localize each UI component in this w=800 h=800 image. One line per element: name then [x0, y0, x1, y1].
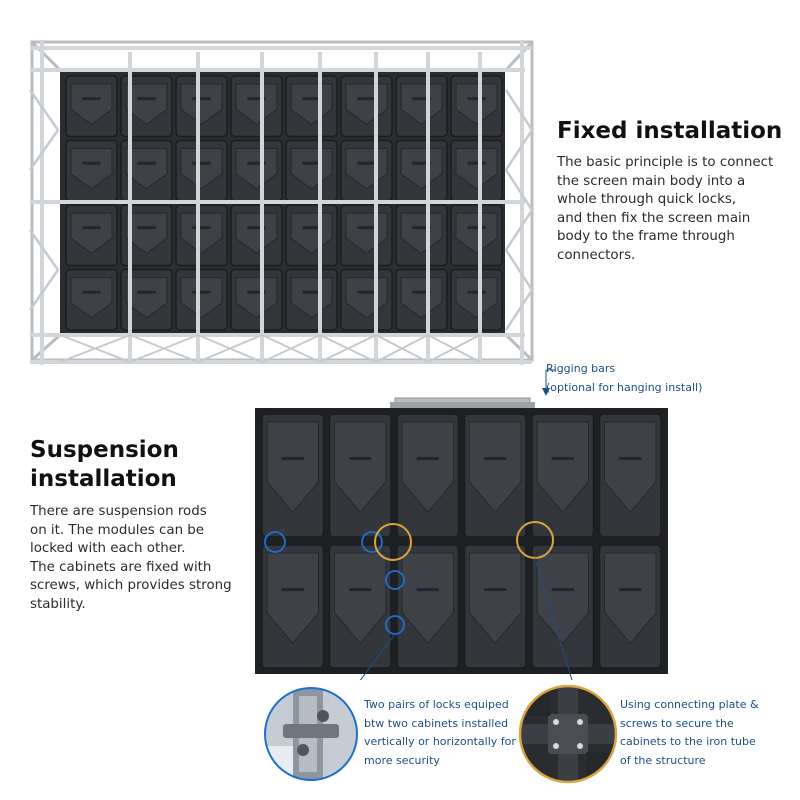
- suspension-desc-line: There are suspension rods: [30, 504, 207, 519]
- cabinet-module: [450, 75, 503, 138]
- locks-callout-line: more security: [364, 753, 440, 767]
- suspension-title-line: installation: [30, 466, 177, 492]
- cabinet-module: [285, 204, 338, 267]
- fixed-desc-line: The basic principle is to connect: [557, 155, 774, 170]
- cabinet-module: [450, 204, 503, 267]
- cabinet-module: [531, 413, 595, 538]
- cabinet-module: [328, 413, 392, 538]
- suspension-installation-description: There are suspension rods on it. The mod…: [30, 503, 245, 615]
- fixed-cabinet-grid: [65, 75, 503, 331]
- fixed-desc-line: whole through quick locks,: [557, 192, 737, 208]
- suspension-desc-line: The cabinets are fixed with: [30, 559, 212, 575]
- cabinet-module: [120, 139, 173, 202]
- cabinet-module: [340, 268, 393, 331]
- cabinet-module: [598, 544, 662, 669]
- rigging-callout-line: (optional for hanging install): [546, 381, 703, 394]
- cabinet-module: [340, 204, 393, 267]
- cabinet-module: [230, 268, 283, 331]
- suspension-cabinet-wall-image: [245, 390, 675, 680]
- suspension-installation-title: Suspension installation: [30, 436, 179, 494]
- cabinet-module: [175, 139, 228, 202]
- plate-leader-line: [534, 557, 573, 680]
- lock-marker: [361, 531, 383, 553]
- cabinet-module: [285, 139, 338, 202]
- suspension-desc-line: on it. The modules can be: [30, 522, 205, 538]
- cabinet-module: [65, 139, 118, 202]
- connecting-plate-callout: Using connecting plate & screws to secur…: [620, 696, 759, 770]
- cabinet-module: [395, 139, 448, 202]
- cabinet-module: [395, 75, 448, 138]
- cabinet-module: [65, 75, 118, 138]
- cabinet-module: [395, 204, 448, 267]
- plate-callout-line: Using connecting plate &: [620, 698, 759, 711]
- cabinet-module: [230, 75, 283, 138]
- rigging-bars-callout: Rigging bars (optional for hanging insta…: [546, 359, 702, 397]
- cabinet-module: [120, 268, 173, 331]
- rigging-callout-line: Rigging bars: [546, 362, 616, 375]
- suspension-cabinet-grid: [255, 408, 668, 674]
- suspension-desc-line: stability.: [30, 596, 86, 612]
- plate-callout-line: cabinets to the iron tube: [620, 735, 756, 748]
- fixed-desc-line: connectors.: [557, 247, 636, 263]
- cabinet-module: [285, 75, 338, 138]
- locks-callout-line: vertically or horizontally for: [364, 735, 516, 748]
- cabinet-module: [175, 75, 228, 138]
- cabinet-module: [65, 268, 118, 331]
- locks-callout: Two pairs of locks equiped btw two cabin…: [364, 696, 516, 770]
- plate-callout-line: screws to secure the: [620, 716, 734, 730]
- cabinet-module: [340, 139, 393, 202]
- fixed-installation-description: The basic principle is to connect the sc…: [557, 154, 797, 266]
- cabinet-module: [396, 544, 460, 669]
- cabinet-module: [175, 268, 228, 331]
- cabinet-module: [328, 544, 392, 669]
- cabinet-module: [396, 413, 460, 538]
- locks-closeup-image: [263, 686, 359, 782]
- connecting-plate-closeup-image: [518, 684, 618, 784]
- fixed-desc-line: the screen main body into a: [557, 173, 746, 189]
- locks-callout-line: Two pairs of locks equiped: [364, 698, 509, 711]
- cabinet-module: [230, 139, 283, 202]
- cabinet-module: [463, 544, 527, 669]
- cabinet-module: [340, 75, 393, 138]
- fixed-installation-title: Fixed installation: [557, 118, 783, 144]
- suspension-desc-line: screws, which provides strong: [30, 578, 232, 594]
- cabinet-module: [285, 268, 338, 331]
- locks-callout-line: btw two cabinets installed: [364, 716, 509, 730]
- plate-marker: [374, 523, 412, 561]
- suspension-desc-line: locked with each other.: [30, 541, 186, 557]
- cabinet-module: [395, 268, 448, 331]
- cabinet-module: [450, 268, 503, 331]
- cabinet-module: [450, 139, 503, 202]
- cabinet-module: [598, 413, 662, 538]
- cabinet-module: [261, 413, 325, 538]
- fixed-installation-image: [20, 30, 540, 375]
- locks-leader-line: [359, 633, 396, 680]
- lock-marker: [385, 570, 405, 590]
- fixed-desc-line: body to the frame through: [557, 229, 735, 245]
- cabinet-module: [175, 204, 228, 267]
- rigging-callout-arrow: [542, 369, 556, 396]
- cabinet-module: [531, 544, 595, 669]
- suspension-title-line: Suspension: [30, 437, 179, 463]
- cabinet-module: [120, 75, 173, 138]
- cabinet-module: [261, 544, 325, 669]
- cabinet-module: [120, 204, 173, 267]
- cabinet-module: [65, 204, 118, 267]
- lock-marker: [264, 531, 286, 553]
- cabinet-module: [463, 413, 527, 538]
- fixed-desc-line: and then fix the screen main: [557, 210, 751, 226]
- plate-callout-line: of the structure: [620, 753, 706, 767]
- cabinet-module: [230, 204, 283, 267]
